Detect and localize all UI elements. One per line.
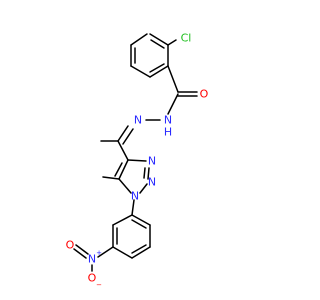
chlorophenyl-ring — [130, 33, 169, 78]
nitrophenyl-ring — [112, 214, 151, 259]
carbonyl-n-bond — [167, 93, 179, 115]
triazole-ring — [114, 159, 150, 194]
triazole-nitrogen-2-label: N — [148, 176, 156, 189]
ring-carbonyl-bond — [167, 65, 179, 93]
imine-c-triazole-bond — [117, 140, 129, 161]
nitro-nitrogen-label: N — [88, 253, 96, 266]
nitro-oxygen-charge: − — [96, 281, 102, 289]
chlorine-atom-label: Cl — [181, 32, 192, 45]
nitro-oxygen-double-label: O — [66, 239, 75, 252]
triazole-nitrogen-1-label: N — [131, 190, 139, 203]
amide-hydrogen-label: H — [164, 126, 172, 139]
molecule-structure-diagram: Cl O N H N N N N N + O − O — [66, 32, 209, 290]
ring-nitro-bond — [97, 246, 114, 258]
imine-double-bond — [117, 125, 134, 145]
triazole-methyl-bond — [102, 176, 120, 180]
imine-nitrogen-label: N — [134, 114, 142, 127]
c-cl-bond — [167, 39, 177, 46]
triazole-phenyl-bond — [131, 199, 135, 216]
carbonyl-double-bond — [177, 91, 198, 97]
nitro-nitrogen-charge: + — [96, 249, 102, 257]
nitro-oxygen-anion-label: O — [88, 272, 97, 285]
amide-nitrogen-label: N — [164, 114, 172, 127]
nitro-double-bond — [73, 244, 89, 259]
triazole-nitrogen-3-label: N — [148, 155, 156, 168]
carbonyl-oxygen-label: O — [200, 88, 209, 101]
